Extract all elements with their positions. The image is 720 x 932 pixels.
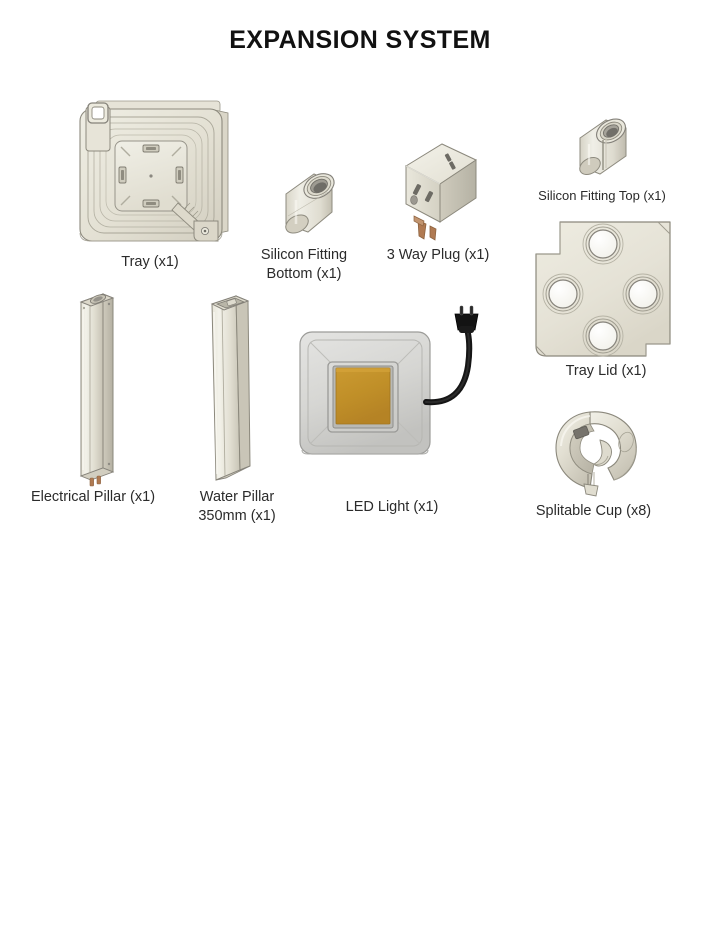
part-label-led-light: LED Light (x1) [345,499,439,515]
tray-icon [60,95,240,255]
part-label-tray: Tray (x1) [121,254,179,270]
part-splitable-cup[interactable]: Splitable Cup (x8) [516,406,671,524]
tray-lid-icon [524,216,684,366]
part-silicon-fitting-bottom[interactable]: Silicon Fitting Bottom (x1) [252,168,356,286]
electrical-pillar-icon [75,288,119,487]
part-water-pillar[interactable]: Water Pillar 350mm (x1) [172,288,302,538]
led-light-icon [292,305,492,486]
part-label-silicon-fitting-top: Silicon Fitting Top (x1) [538,188,666,203]
part-led-light[interactable]: LED Light (x1) [292,305,492,521]
part-three-way-plug[interactable]: 3 Way Plug (x1) [376,136,500,264]
three-way-plug-icon [394,136,486,241]
page-title: EXPANSION SYSTEM [229,26,491,54]
part-tray-lid[interactable]: Tray Lid (x1) [516,216,696,386]
part-label-water-pillar: Water Pillar 350mm (x1) [198,489,276,524]
splitable-cup-icon [548,406,644,500]
part-electrical-pillar[interactable]: Electrical Pillar (x1) [20,288,166,523]
part-label-tray-lid: Tray Lid (x1) [565,363,647,379]
silicon-fitting-top-icon [570,116,634,184]
part-label-three-way-plug: 3 Way Plug (x1) [386,247,490,263]
part-label-electrical-pillar: Electrical Pillar (x1) [30,489,156,505]
part-label-splitable-cup: Splitable Cup (x8) [535,503,652,519]
silicon-fitting-bottom-icon [274,168,340,242]
part-tray[interactable]: Tray (x1) [60,95,240,285]
water-pillar-icon [204,288,258,486]
part-silicon-fitting-top[interactable]: Silicon Fitting Top (x1) [528,116,676,204]
part-label-silicon-fitting-bottom: Silicon Fitting Bottom (x1) [260,247,348,282]
